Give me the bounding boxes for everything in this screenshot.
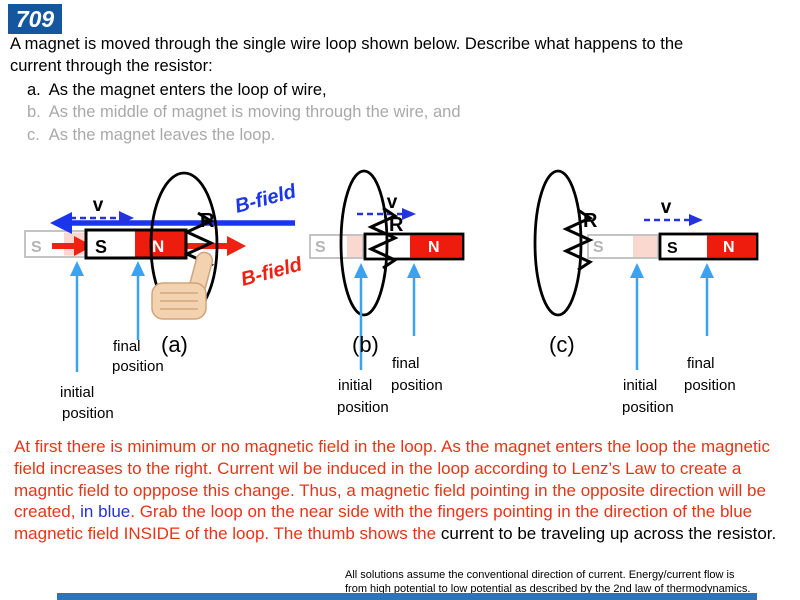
item-a-label: a.: [27, 81, 41, 99]
item-b-label: b.: [27, 103, 41, 122]
diagram-c: S S N v R: [533, 169, 759, 416]
ghost-magnet-b: S: [309, 234, 364, 259]
induced-b-field-arrow-blue: [50, 212, 295, 234]
explanation-blue: in blue: [80, 502, 131, 522]
question-list: a. As the magnet enters the loop of wire…: [27, 79, 461, 146]
n-pole-label: N: [428, 239, 440, 256]
bottom-blue-bar: [57, 593, 757, 600]
diagram-b: S N v R: [309, 169, 465, 416]
resistor-b: R: [367, 206, 404, 270]
velocity-label: v: [93, 195, 104, 216]
wire-loop-c: [533, 169, 583, 317]
initial-label-a: initial: [60, 384, 94, 401]
initial-position-label-b: position: [337, 399, 389, 416]
ghost-s-pole-label: S: [31, 239, 42, 256]
magnet-c: S N: [658, 232, 759, 261]
question-line-2: current through the resistor:: [10, 56, 213, 75]
s-pole-label: S: [667, 240, 678, 257]
explanation-black: current to be traveling up across the re…: [440, 524, 777, 544]
question-line-1: A magnet is moved through the single wir…: [10, 35, 684, 53]
initial-label-b: initial: [338, 377, 372, 394]
resistor-c: R: [562, 208, 598, 272]
resistor-label: R: [389, 214, 404, 236]
caption-a: (a): [161, 332, 188, 357]
list-item-c: c. As the magnet leaves the loop.: [27, 124, 461, 146]
item-c-text: As the magnet leaves the loop.: [48, 125, 276, 144]
s-pole-label: S: [95, 237, 107, 257]
initial-position-arrow-b: [354, 263, 368, 370]
explanation-red-1: At first there is minimum or no magnetic…: [14, 437, 770, 522]
ghost-s-pole-label: S: [315, 239, 326, 256]
initial-position-label-a: position: [62, 405, 114, 422]
final-position-label-a: position: [112, 358, 164, 375]
list-item-b: b. As the middle of magnet is moving thr…: [27, 101, 461, 123]
b-field-label-blue: B-field: [233, 180, 300, 218]
initial-position-arrow-c: [630, 263, 644, 370]
slide-number-badge: 709: [8, 4, 62, 34]
velocity-arrow-a: v: [70, 195, 134, 225]
velocity-label: v: [661, 197, 672, 218]
resistor-label: R: [200, 210, 215, 232]
explanation-red-2: . Grab the loop on the near side with th…: [14, 502, 753, 544]
b-field-label-red: B-field: [239, 253, 306, 291]
footnote: All solutions assume the conventional di…: [345, 569, 795, 596]
velocity-label: v: [387, 192, 398, 213]
initial-label-c: initial: [623, 377, 657, 394]
initial-position-label-c: position: [622, 399, 674, 416]
final-position-arrow-a: [131, 261, 145, 340]
caption-b: (b): [352, 332, 379, 357]
final-position-label-b: position: [391, 377, 443, 394]
final-position-arrow-c: [700, 263, 714, 336]
slide-number: 709: [15, 5, 55, 32]
final-label-a: final: [113, 338, 141, 355]
initial-position-arrow-a: [70, 261, 84, 372]
n-pole-label: N: [723, 239, 735, 256]
thumbs-up-hand-icon: [151, 251, 214, 320]
footnote-line-1: All solutions assume the conventional di…: [345, 569, 735, 581]
magnet-a: S N: [84, 228, 188, 260]
question-text: A magnet is moved through the single wir…: [10, 34, 792, 77]
item-a-text: As the magnet enters the loop of wire,: [48, 81, 327, 99]
item-c-label: c.: [27, 125, 40, 144]
final-position-arrow-b: [407, 263, 421, 336]
caption-c: (c): [549, 332, 575, 357]
velocity-arrow-c: v: [644, 197, 703, 226]
final-position-label-c: position: [684, 377, 736, 394]
footnote-line-2: from high potential to low potential as …: [345, 582, 751, 595]
final-label-b: final: [392, 355, 420, 372]
final-label-c: final: [687, 355, 715, 372]
item-b-text: As the middle of magnet is moving throug…: [48, 103, 461, 122]
resistor-label: R: [583, 210, 598, 232]
ghost-s-pole-label: S: [593, 239, 604, 256]
velocity-arrow-b: v: [357, 192, 416, 220]
explanation-paragraph: At first there is minimum or no magnetic…: [14, 436, 796, 545]
n-pole-label: N: [152, 237, 164, 256]
diagram-a: S S N v: [24, 171, 306, 422]
ghost-magnet-c: S: [587, 234, 659, 259]
list-item-a: a. As the magnet enters the loop of wire…: [27, 79, 461, 101]
